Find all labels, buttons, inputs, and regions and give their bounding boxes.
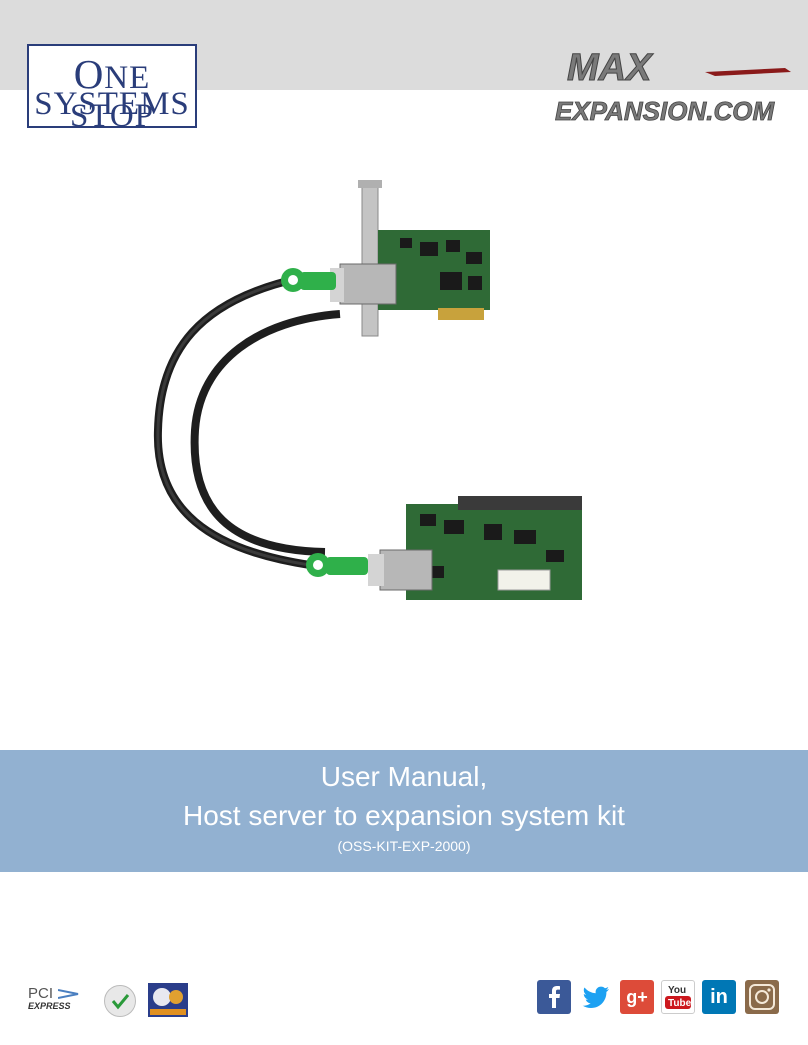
twitter-icon[interactable]	[579, 980, 613, 1014]
title-banner: User Manual, Host server to expansion sy…	[0, 750, 808, 872]
max-expansion-logo: MAX EXPANSION.COM	[555, 47, 791, 126]
linkedin-icon[interactable]: in	[702, 980, 736, 1014]
certification-badge-icon	[148, 983, 188, 1017]
product-photo	[153, 180, 582, 600]
model-number: (OSS-KIT-EXP-2000)	[337, 838, 471, 854]
title-line-2: Host server to expansion system kit	[183, 800, 625, 831]
facebook-icon[interactable]	[537, 980, 571, 1014]
pci-express-logo: PCI EXPRESS	[28, 985, 90, 1015]
instagram-icon[interactable]	[745, 980, 779, 1014]
one-stop-systems-logo: ONE STOP SYSTEMS	[27, 44, 197, 134]
google-plus-icon[interactable]: g+	[620, 980, 654, 1014]
svg-text:EXPANSION.COM: EXPANSION.COM	[555, 96, 775, 126]
check-icon	[104, 985, 136, 1017]
svg-text:Tube: Tube	[668, 998, 692, 1009]
svg-text:MAX: MAX	[567, 47, 654, 89]
title-line-1: User Manual,	[320, 761, 488, 792]
svg-text:You: You	[668, 985, 686, 996]
